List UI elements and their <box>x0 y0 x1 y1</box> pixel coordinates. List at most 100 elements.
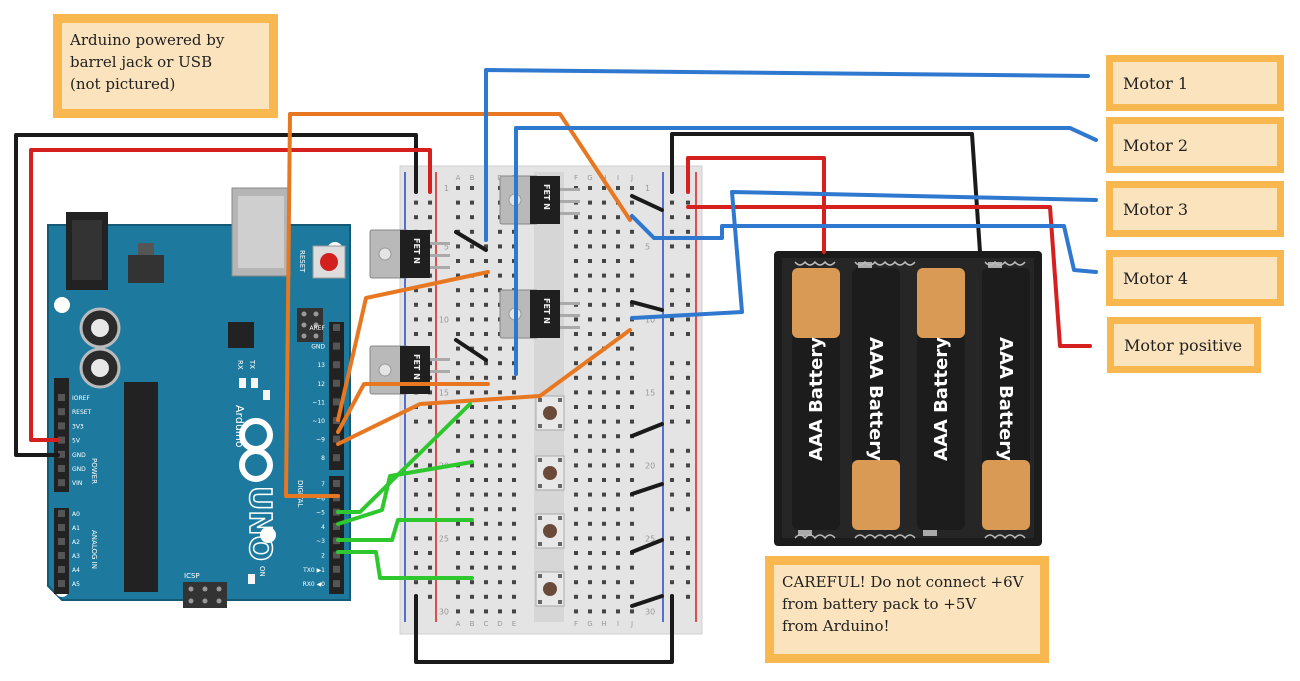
digital-pin-label: ~6 <box>316 495 325 502</box>
column-letter: J <box>630 174 633 182</box>
column-letter: E <box>512 620 516 628</box>
column-letter: B <box>470 174 475 182</box>
power-note: Arduino powered by barrel jack or USB (n… <box>53 14 278 118</box>
analog-pin-label: A0 <box>72 511 80 518</box>
column-letter: G <box>587 174 592 182</box>
mosfet: FET N <box>369 229 450 279</box>
wire-blue-motor-4 <box>630 214 1098 274</box>
analog-pin-label: A3 <box>72 553 80 560</box>
digital-pin-label: ~10 <box>312 418 325 425</box>
microcontroller-chip <box>124 382 158 592</box>
pushbutton[interactable] <box>535 395 565 431</box>
column-letter: I <box>617 620 619 628</box>
uno-model: UNO <box>242 486 277 561</box>
aaa-battery: AAA Battery <box>917 268 965 536</box>
aaa-battery: AAA Battery <box>852 262 900 530</box>
digital-pin-label: ~11 <box>312 399 325 406</box>
tx-led-label: TX <box>248 359 256 369</box>
row-number: 1 <box>645 184 650 193</box>
column-letter: C <box>484 620 489 628</box>
row-number: 5 <box>444 242 449 251</box>
column-letter: G <box>587 620 592 628</box>
column-letter: A <box>456 174 461 182</box>
analog-pin-label: A1 <box>72 525 80 532</box>
power-header-label: POWER <box>90 458 98 484</box>
power-pin-label: IOREF <box>72 395 90 402</box>
on-led-label: ON <box>258 566 266 577</box>
wire-blue-motor-1 <box>484 68 1090 242</box>
arduino-logo <box>239 418 273 482</box>
wire-orange-gate-4 <box>284 112 632 498</box>
power-pin-label: 3V3 <box>72 423 84 430</box>
motor-3-text: Motor 3 <box>1113 188 1277 230</box>
motor-1-text: Motor 1 <box>1113 62 1277 104</box>
power-pin-label: VIN <box>72 480 82 487</box>
wire-black-arduino-gnd <box>14 133 418 457</box>
analog-pin-label: A5 <box>72 581 80 588</box>
digital-pin-label: 7 <box>321 481 325 488</box>
motor-positive-text: Motor positive <box>1114 324 1254 366</box>
pushbutton[interactable] <box>535 455 565 491</box>
icsp-label: ICSP <box>184 572 200 580</box>
wire-green-button-4 <box>336 550 474 580</box>
warning-note-text: CAREFUL! Do not connect +6V from battery… <box>774 565 1040 654</box>
wire-orange-gate-3 <box>336 328 632 446</box>
analog-pin-label: A4 <box>72 567 80 574</box>
mosfet-label: FET N <box>412 238 421 264</box>
battery-label: AAA Battery <box>931 337 952 461</box>
wire-red-motor-positive <box>686 205 1092 348</box>
motor-2-label: Motor 2 <box>1106 117 1284 173</box>
motor-4-label: Motor 4 <box>1106 250 1284 306</box>
power-pin-label: GND <box>72 452 86 459</box>
arduino-brand: Arduino <box>233 405 246 448</box>
aaa-battery: AAA Battery <box>982 262 1030 530</box>
digital-pin-label: ~5 <box>316 510 325 517</box>
mosfet: FET N <box>499 289 580 339</box>
digital-pin-label: GND <box>311 344 325 351</box>
power-pin-label: GND <box>72 466 86 473</box>
reset-button[interactable] <box>312 245 346 279</box>
row-number: 20 <box>645 461 655 470</box>
analog-header-label: ANALOG IN <box>90 530 98 569</box>
row-number: 25 <box>645 534 655 543</box>
battery-label: AAA Battery <box>995 337 1016 461</box>
wire-blue-motor-2 <box>514 126 1098 376</box>
arduino-board: RESET TX RX ON Arduino UNO ICSP IOREF <box>47 187 351 608</box>
digital-pin-label: 2 <box>321 553 325 560</box>
row-number: 30 <box>439 607 449 616</box>
wires <box>14 68 1098 664</box>
analog-header <box>54 508 69 594</box>
digital-header-lower <box>329 476 344 594</box>
motor-3-label: Motor 3 <box>1106 181 1284 237</box>
column-letter: J <box>630 620 633 628</box>
wire-blue-motor-3 <box>630 190 1098 320</box>
digital-pin-label: ~3 <box>316 538 325 545</box>
digital-pin-label: 8 <box>321 455 325 462</box>
wire-red-arduino-5v <box>29 148 432 442</box>
column-letter: D <box>497 620 502 628</box>
warning-note: CAREFUL! Do not connect +6V from battery… <box>765 556 1049 663</box>
row-number: 10 <box>645 315 655 324</box>
digital-pin-label: ~9 <box>316 437 325 444</box>
digital-pin-label: 12 <box>317 381 325 388</box>
wire-orange-gate-2 <box>336 382 490 434</box>
digital-pin-label: AREF <box>309 325 325 332</box>
row-number: 10 <box>439 315 449 324</box>
reset-label: RESET <box>298 250 306 273</box>
wire-green-button-3 <box>336 518 474 542</box>
column-letter: A <box>456 620 461 628</box>
mosfet-label: FET N <box>542 298 551 324</box>
pushbutton[interactable] <box>535 571 565 607</box>
power-note-text: Arduino powered by barrel jack or USB (n… <box>62 23 269 109</box>
row-number: 5 <box>645 242 650 251</box>
row-number: 1 <box>444 184 449 193</box>
pushbutton[interactable] <box>535 513 565 549</box>
column-letter: B <box>470 620 475 628</box>
mosfet-label: FET N <box>542 184 551 210</box>
